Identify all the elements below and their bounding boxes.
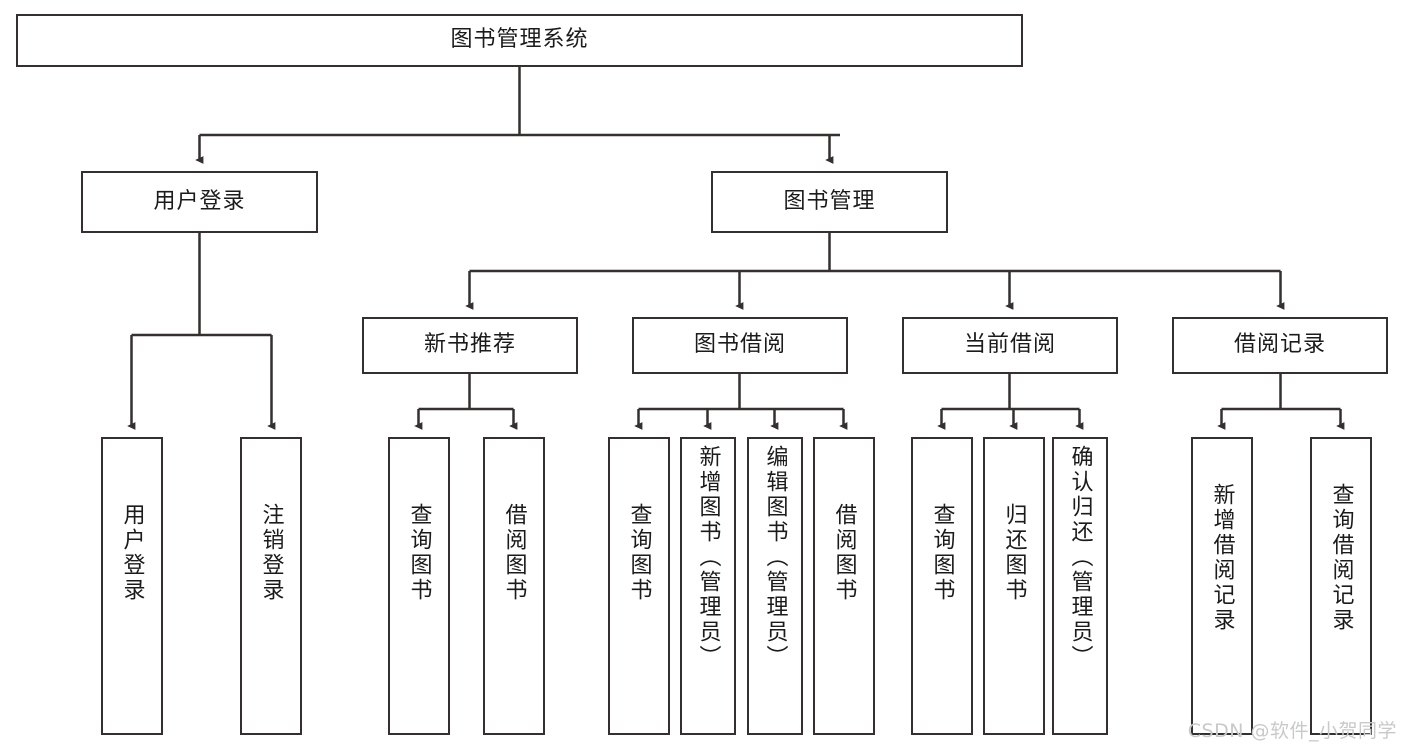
node-leaf-query-book-3[interactable]: 查询图书 xyxy=(911,437,973,735)
node-leaf-query-book-2[interactable]: 查询图书 xyxy=(608,437,670,735)
node-leaf-borrow-book-2-label: 借阅图书 xyxy=(831,503,857,603)
node-leaf-logout-label: 注销登录 xyxy=(258,503,284,603)
node-leaf-query-record-label: 查询借阅记录 xyxy=(1328,483,1354,633)
node-leaf-add-book-label: 新增图书（管理员） xyxy=(695,445,721,670)
node-user-login[interactable]: 用户登录 xyxy=(81,171,318,233)
node-leaf-confirm-return[interactable]: 确认归还（管理员） xyxy=(1052,437,1108,735)
node-leaf-user-login[interactable]: 用户登录 xyxy=(101,437,163,735)
node-leaf-edit-book-label: 编辑图书（管理员） xyxy=(762,445,788,670)
node-leaf-confirm-return-label: 确认归还（管理员） xyxy=(1067,445,1093,670)
node-current-borrow[interactable]: 当前借阅 xyxy=(902,317,1118,374)
node-leaf-return-book-label: 归还图书 xyxy=(1001,503,1027,603)
node-leaf-query-book-3-label: 查询图书 xyxy=(929,503,955,603)
node-book-manage[interactable]: 图书管理 xyxy=(711,171,948,233)
node-leaf-query-book-2-label: 查询图书 xyxy=(626,503,652,603)
node-current-borrow-label: 当前借阅 xyxy=(963,332,1056,358)
node-leaf-add-record-label: 新增借阅记录 xyxy=(1209,483,1235,633)
node-leaf-add-book[interactable]: 新增图书（管理员） xyxy=(680,437,736,735)
node-leaf-logout[interactable]: 注销登录 xyxy=(240,437,302,735)
node-borrow-record-label: 借阅记录 xyxy=(1233,332,1326,358)
node-new-book-rec-label: 新书推荐 xyxy=(423,332,516,358)
node-leaf-borrow-book-1-label: 借阅图书 xyxy=(501,503,527,603)
node-leaf-borrow-book-2[interactable]: 借阅图书 xyxy=(813,437,875,735)
node-book-borrow[interactable]: 图书借阅 xyxy=(632,317,848,374)
node-new-book-rec[interactable]: 新书推荐 xyxy=(362,317,578,374)
node-leaf-query-record[interactable]: 查询借阅记录 xyxy=(1310,437,1372,735)
node-leaf-add-record[interactable]: 新增借阅记录 xyxy=(1191,437,1253,735)
node-leaf-user-login-label: 用户登录 xyxy=(119,503,145,603)
node-leaf-query-book-1[interactable]: 查询图书 xyxy=(388,437,450,735)
node-leaf-borrow-book-1[interactable]: 借阅图书 xyxy=(483,437,545,735)
node-leaf-edit-book[interactable]: 编辑图书（管理员） xyxy=(747,437,803,735)
node-book-manage-label: 图书管理 xyxy=(783,188,876,214)
csdn-watermark: CSDN @软件_小贺同学 xyxy=(1187,720,1397,742)
node-book-borrow-label: 图书借阅 xyxy=(693,332,786,358)
node-leaf-return-book[interactable]: 归还图书 xyxy=(983,437,1045,735)
node-root[interactable]: 图书管理系统 xyxy=(16,14,1023,67)
node-user-login-label: 用户登录 xyxy=(153,188,246,214)
node-borrow-record[interactable]: 借阅记录 xyxy=(1172,317,1388,374)
node-root-label: 图书管理系统 xyxy=(450,27,589,53)
node-leaf-query-book-1-label: 查询图书 xyxy=(406,503,432,603)
